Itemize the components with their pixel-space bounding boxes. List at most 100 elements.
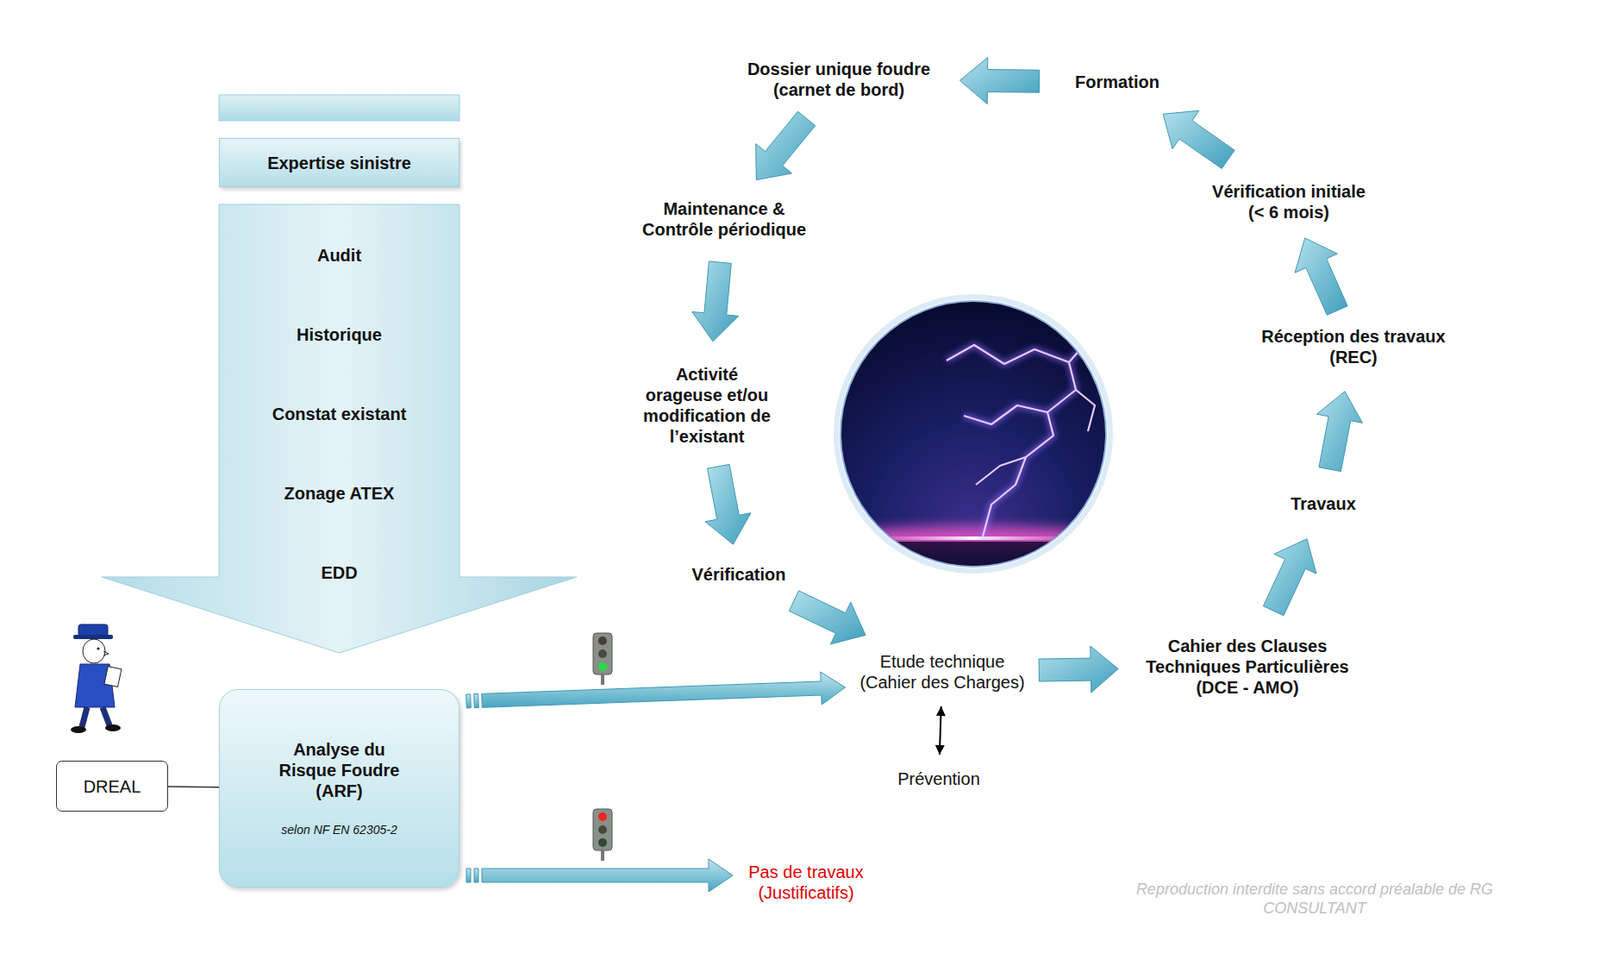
step-label: Etude technique (Cahier des Charges) <box>854 650 1032 693</box>
shoe <box>105 724 121 732</box>
nose <box>103 650 109 656</box>
list-item: Zonage ATEX <box>284 482 395 504</box>
cycle-step: Formation <box>1061 71 1174 93</box>
arrowhead <box>935 744 945 755</box>
head <box>82 638 106 663</box>
list-item: Historique <box>296 324 382 345</box>
inspector-figure <box>70 624 122 733</box>
bolt-branch <box>975 456 1026 485</box>
connector <box>705 463 751 544</box>
cycle-step: Activité orageuse et/ou modification de … <box>638 363 775 447</box>
block-arrow <box>1294 237 1348 315</box>
cycle-step: Prévention <box>882 768 995 789</box>
bolt-branch <box>963 405 1048 425</box>
block-arrow <box>1262 538 1317 616</box>
outcome-node: Pas de travaux (Justificatifs) <box>741 861 871 903</box>
list-item: Constat existant <box>272 403 407 425</box>
cycle-step: Travaux <box>1275 493 1371 514</box>
band-box: Expertise sinistre <box>218 137 460 188</box>
connector-line <box>168 785 219 788</box>
light-pole <box>600 674 605 685</box>
traffic-light-red <box>593 808 613 861</box>
bolt-glow <box>946 306 1088 537</box>
block-arrow <box>481 858 733 892</box>
step-label: Cahier des Clauses Techniques Particuliè… <box>1126 635 1369 698</box>
connector <box>756 111 816 180</box>
shoe <box>70 725 87 733</box>
bolt-branch <box>1075 389 1095 432</box>
connector <box>1317 391 1363 472</box>
block-arrow <box>692 261 739 342</box>
connector <box>466 671 846 708</box>
arrow-tail <box>474 693 480 708</box>
block-arrow <box>1038 645 1119 693</box>
cycle-step: Etude technique (Cahier des Charges) <box>854 650 1032 693</box>
analysis-box: Analyse du Risque Foudre (ARF)selon NF E… <box>218 688 460 888</box>
leg <box>102 706 110 725</box>
leg <box>81 706 88 727</box>
arrow-shape <box>101 204 577 654</box>
step-label: Vérification initiale (< 6 mois) <box>1205 181 1374 223</box>
block-arrow <box>705 463 751 544</box>
connector <box>788 590 866 644</box>
bolt <box>946 306 1095 537</box>
ground <box>827 541 1121 576</box>
cap-brim <box>73 634 113 639</box>
traffic-light-green <box>593 632 613 685</box>
connector <box>935 706 946 755</box>
connector <box>1262 538 1317 616</box>
bolt-glow-branch <box>963 405 1048 425</box>
bolt-main <box>982 306 1088 537</box>
block-arrow <box>960 57 1040 105</box>
step-label: Prévention <box>882 768 995 789</box>
analysis-text: selon NF EN 62305-2 <box>281 821 397 838</box>
connector <box>960 57 1040 105</box>
arrow-outline <box>101 204 577 653</box>
storm-scene <box>826 306 1121 576</box>
arrow-tail <box>466 693 472 708</box>
step-label: Vérification <box>674 563 804 585</box>
cycle-step: Réception des travaux (REC) <box>1256 325 1451 368</box>
block-arrow <box>756 111 816 180</box>
lightning-illustration <box>826 296 1121 576</box>
cycle-step: Cahier des Clauses Techniques Particuliè… <box>1126 635 1369 698</box>
outcome-text: Pas de travaux (Justificatifs) <box>741 861 871 903</box>
light-pole <box>600 850 605 861</box>
list-item: EDD <box>320 562 357 583</box>
authority-box: DREAL <box>56 760 169 812</box>
block-arrow <box>788 590 866 644</box>
bolt-glow-branch <box>946 344 1069 364</box>
cycle-step: Dossier unique foudre (carnet de bord) <box>739 58 938 100</box>
step-label: Maintenance & Contrôle périodique <box>633 198 815 240</box>
connector <box>168 786 219 788</box>
lamp-green <box>598 662 607 671</box>
cycle-step: Maintenance & Contrôle périodique <box>633 198 815 240</box>
horizon-line <box>849 536 1100 540</box>
step-label: Réception des travaux (REC) <box>1256 325 1451 368</box>
arrowhead <box>936 706 946 716</box>
bolt-branch <box>946 344 1069 364</box>
lamp-off <box>598 837 607 847</box>
cycle-step: Vérification initiale (< 6 mois) <box>1205 181 1374 223</box>
step-label: Activité orageuse et/ou modification de … <box>638 363 775 447</box>
lamp-off <box>598 825 607 834</box>
watermark: Reproduction interdite sans accord préal… <box>1125 879 1505 918</box>
connector <box>1162 110 1235 169</box>
authority-text: DREAL <box>83 775 142 797</box>
light-housing <box>593 808 613 850</box>
arrow-tail <box>474 868 479 882</box>
block-arrow <box>1162 110 1235 169</box>
cycle-step: Vérification <box>674 563 804 585</box>
connector <box>1038 645 1119 693</box>
step-label: Travaux <box>1275 493 1371 514</box>
lamp-off <box>598 636 607 645</box>
block-arrow <box>1317 391 1363 472</box>
cap <box>78 624 108 637</box>
block-arrow <box>481 671 846 707</box>
list-item: Audit <box>317 244 362 266</box>
connector <box>692 261 739 342</box>
step-label: Dossier unique foudre (carnet de bord) <box>739 58 938 100</box>
connector <box>1294 237 1348 315</box>
notepad <box>104 666 122 688</box>
